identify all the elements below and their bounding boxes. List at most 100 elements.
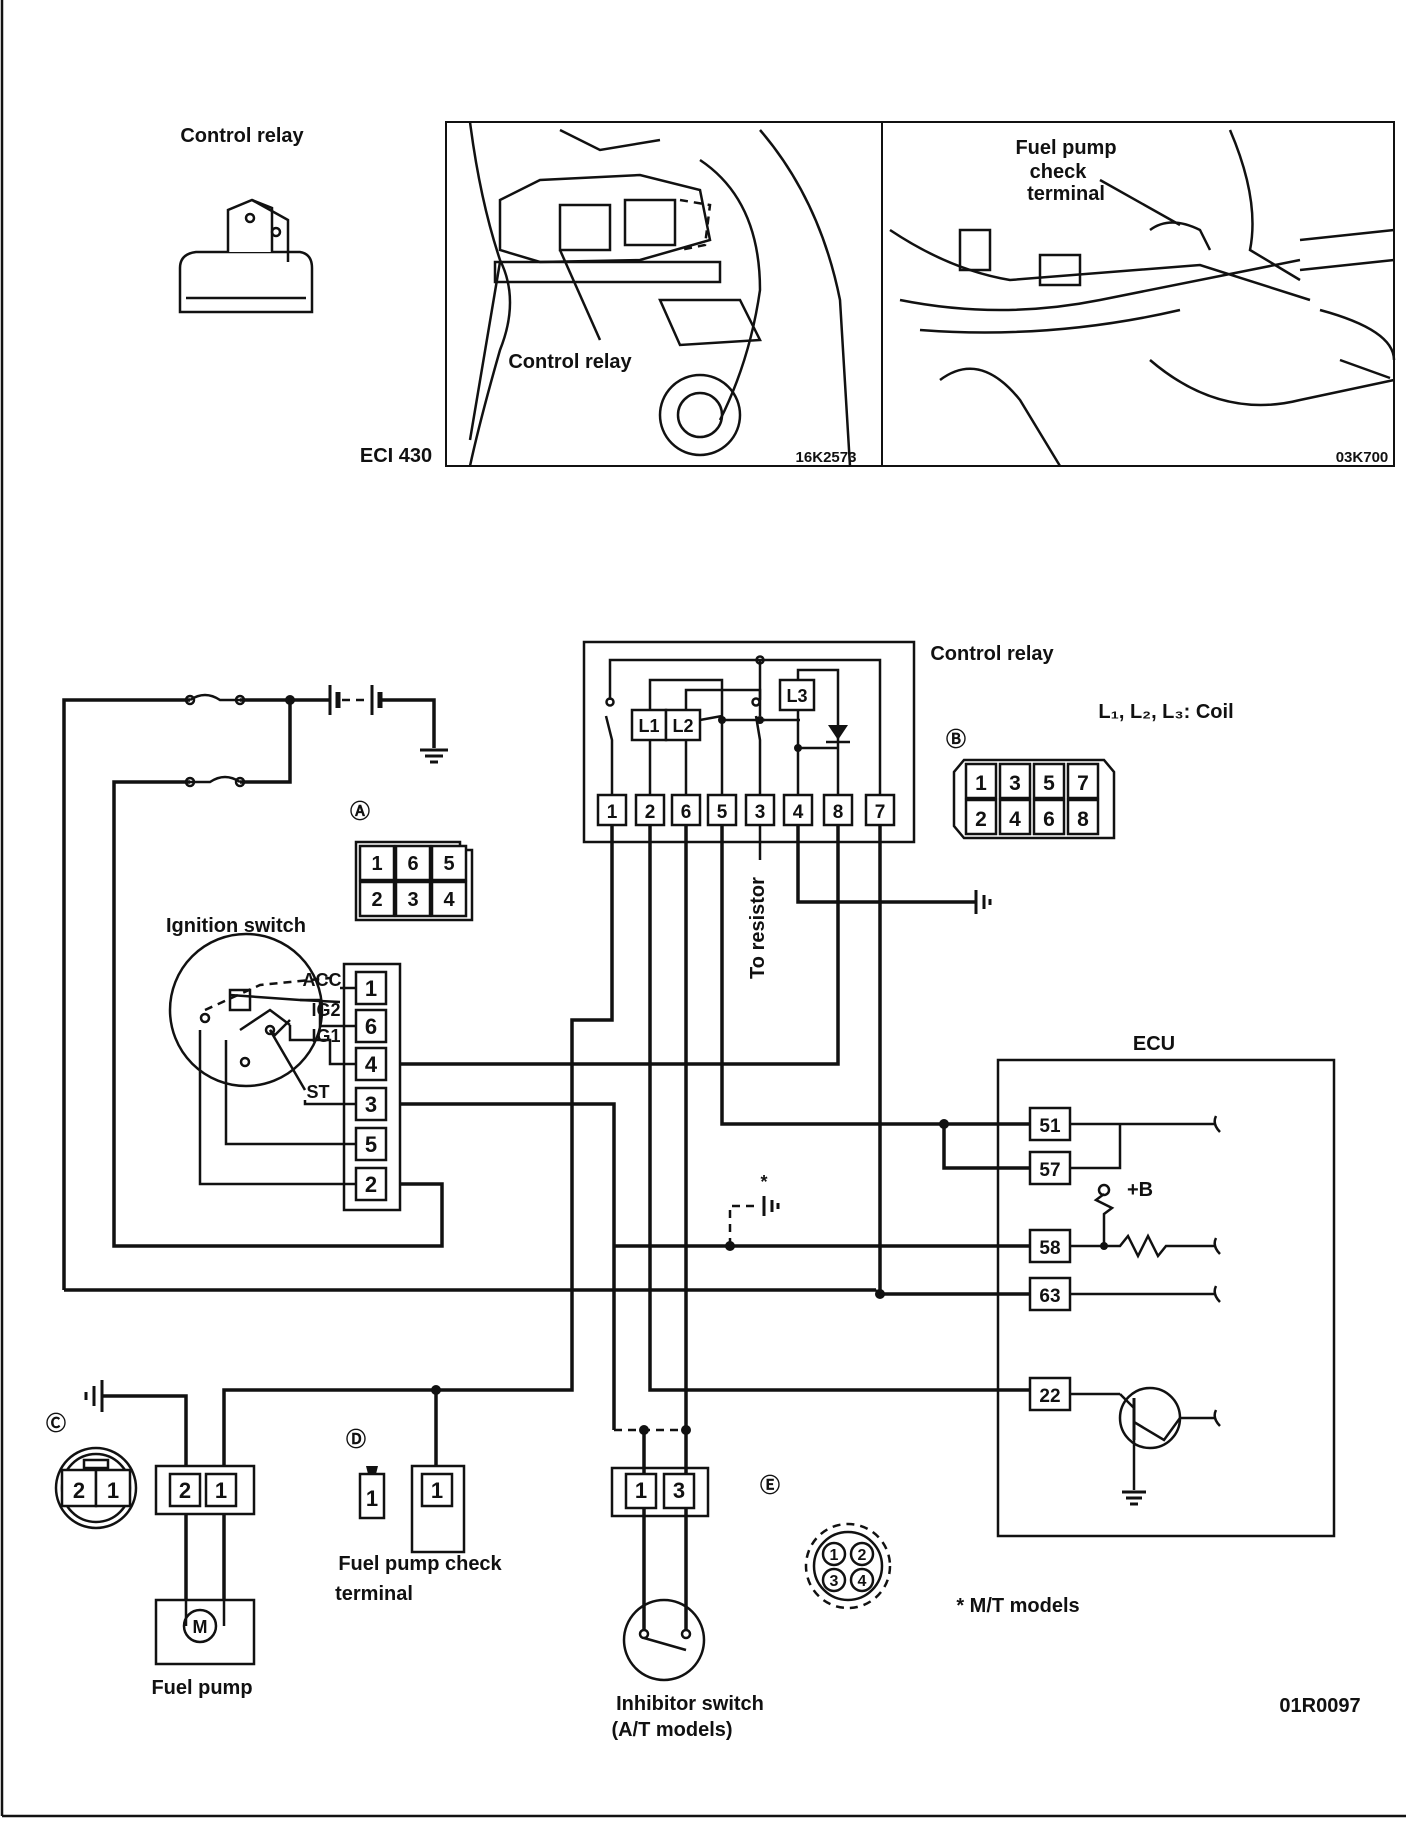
connector-e-pin: 1	[830, 1547, 839, 1564]
connector-d	[358, 1464, 466, 1554]
ecu-pin: 57	[1039, 1160, 1060, 1181]
mt-models-note: * M/T models	[956, 1595, 1079, 1617]
ignition-switch-circle	[168, 932, 324, 1088]
connector-c-pin: 2	[73, 1478, 85, 1503]
ecu-pin: 22	[1039, 1386, 1060, 1407]
inhibitor-pin: 3	[673, 1478, 685, 1503]
ignition-pin: 6	[365, 1014, 377, 1039]
relay-pin: 8	[833, 802, 844, 823]
inhibitor-pin: 1	[635, 1478, 647, 1503]
motor-icon	[182, 1608, 218, 1644]
photo-fuel-pump-check-terminal	[881, 121, 1395, 467]
connector-e-pin: 4	[858, 1573, 867, 1590]
relay-internal-wiring	[604, 655, 882, 795]
relay-pin: 4	[793, 802, 804, 823]
relay-pin: 6	[681, 802, 692, 823]
ecu-pin: 63	[1039, 1286, 1060, 1307]
connector-a-pin: 5	[443, 853, 454, 875]
coil-note: L₁, L₂, L₃: Coil	[1098, 701, 1233, 723]
connector-b-pin: 4	[1009, 808, 1021, 831]
ecu-plus-b: +B	[1127, 1179, 1153, 1201]
ecu-pin: 58	[1039, 1238, 1060, 1259]
ignition-pin: 2	[365, 1172, 377, 1197]
photo1-ref-left: ECI 430	[360, 445, 432, 467]
connector-a-pin: 1	[371, 853, 382, 875]
ignition-pin: 4	[365, 1052, 378, 1077]
connector-b	[952, 758, 1116, 840]
inhibitor-label-line1: Inhibitor switch	[616, 1693, 764, 1715]
photo2-label-line1: Fuel pump	[1015, 137, 1116, 159]
photo1-sketch	[468, 121, 852, 467]
ignition-internal-wiring	[198, 986, 356, 1186]
to-resistor-label: To resistor	[747, 877, 769, 979]
check-terminal-pin: 1	[431, 1478, 443, 1503]
relay-pin: 7	[875, 802, 886, 823]
connector-e	[804, 1522, 892, 1610]
fuel-pump-label: Fuel pump	[151, 1677, 252, 1699]
ignition-pos-st: ST	[306, 1082, 329, 1102]
connector-d-letter: Ⓓ	[346, 1428, 366, 1451]
check-terminal-label-line1: Fuel pump check	[338, 1553, 502, 1575]
inhibitor-switch-symbol	[622, 1598, 706, 1682]
connector-e-pin: 3	[830, 1573, 839, 1590]
relay-pin: 5	[717, 802, 728, 823]
ignition-pos-acc: ACC	[303, 970, 342, 990]
coil-l2: L2	[672, 716, 693, 736]
connector-a-pin: 2	[371, 889, 382, 911]
fuel-pump-pin: 2	[179, 1478, 191, 1503]
connector-b-pin: 2	[975, 808, 987, 831]
connector-b-letter: Ⓑ	[946, 728, 966, 751]
ignition-pin: 5	[365, 1132, 377, 1157]
connector-a-pin: 3	[407, 889, 418, 911]
motor-label: M	[193, 1617, 208, 1637]
coil-l3: L3	[786, 686, 807, 706]
fuel-pump-pin: 1	[215, 1478, 227, 1503]
connector-b-pin: 6	[1043, 808, 1055, 831]
ecu-pin-boxes	[1028, 1106, 1072, 1412]
connector-c-letter: Ⓒ	[46, 1412, 66, 1435]
fuel-pump-wiring	[84, 1380, 441, 1600]
relay-pin: 2	[645, 802, 656, 823]
photo2-ref: 03K700	[1336, 449, 1389, 466]
photo2-label-line2: check	[1030, 161, 1088, 183]
control-relay-illustration	[178, 198, 314, 314]
ecu-title: ECU	[1133, 1033, 1175, 1055]
connector-b-pin: 3	[1009, 772, 1021, 795]
photo1-label: Control relay	[508, 351, 632, 373]
connector-c-pin: 1	[107, 1478, 119, 1503]
connector-a	[354, 840, 474, 922]
coil-l1: L1	[638, 716, 659, 736]
connector-a-letter: Ⓐ	[350, 800, 370, 823]
motor-leads	[184, 1600, 226, 1626]
relay-pin: 3	[755, 802, 766, 823]
check-terminal-label-line2: terminal	[335, 1583, 413, 1605]
ignition-pin: 1	[365, 976, 377, 1001]
ignition-switch-title: Ignition switch	[166, 915, 306, 937]
mt-star: *	[760, 1172, 767, 1192]
inhibitor-label-line2: (A/T models)	[611, 1719, 732, 1741]
control-relay-title: Control relay	[930, 643, 1054, 665]
ignition-pos-ig1: IG1	[311, 1026, 340, 1046]
harness-wires	[400, 825, 1030, 1435]
battery-and-fuses	[62, 685, 876, 1292]
ignition-pos-ig2: IG2	[311, 1000, 340, 1020]
photo1-ref-right: 16K2573	[796, 449, 857, 466]
fuel-pump-connector	[154, 1464, 256, 1516]
ecu-box	[996, 1058, 1336, 1538]
relay-part-title: Control relay	[180, 125, 304, 147]
connector-b-pin: 7	[1077, 772, 1089, 795]
photo2-sketch	[889, 129, 1396, 467]
connector-b-pin: 8	[1077, 808, 1089, 831]
photo-relay-location	[445, 121, 883, 467]
relay-pin-row	[596, 793, 896, 827]
connector-e-pin: 2	[858, 1547, 867, 1564]
connector-a-pin: 4	[443, 889, 455, 911]
ecu-pin: 51	[1039, 1116, 1061, 1137]
connector-b-pin: 1	[975, 772, 987, 795]
diagram-ref-code: 01R0097	[1279, 1695, 1360, 1717]
inhibitor-switch-connector	[610, 1430, 710, 1630]
relay-pin: 1	[607, 802, 618, 823]
connector-a-pin: 6	[407, 853, 418, 875]
photo2-label-line3: terminal	[1027, 183, 1105, 205]
